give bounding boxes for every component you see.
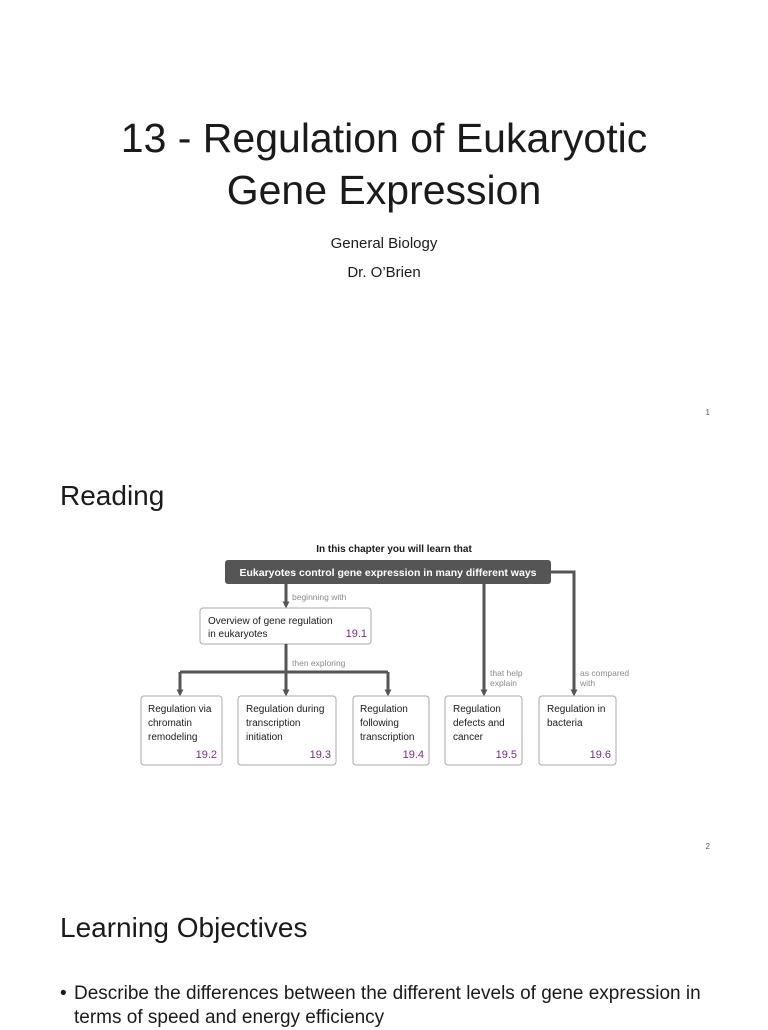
section-box-5: Regulation in bacteria 19.6 <box>538 695 617 766</box>
box-4-line-1: Regulation <box>453 704 501 715</box>
connector-as-compared-line-2: with <box>579 678 595 688</box>
slide-title-heading: 13 - Regulation of Eukaryotic Gene Expre… <box>0 112 768 216</box>
section-box-3: Regulation following transcription 19.4 <box>352 695 430 766</box>
box-4-line-3: cancer <box>453 732 484 743</box>
page-number: 2 <box>705 842 710 851</box>
concept-map-svg: In this chapter you will learn that Euka… <box>140 544 629 766</box>
connector-beginning-with: beginning with <box>292 592 347 602</box>
connector-then-exploring: then exploring <box>292 658 346 668</box>
overview-line-2: in eukaryotes <box>208 629 267 640</box>
slide-subtitle: General Biology Dr. O’Brien <box>0 229 768 287</box>
box-2-line-1: Regulation during <box>246 704 324 715</box>
arrow-to-box-5 <box>551 570 578 697</box>
box-2-line-2: transcription <box>246 718 300 729</box>
section-box-4: Regulation defects and cancer 19.5 <box>444 695 523 766</box>
list-item: Describe the differences between the dif… <box>60 982 720 1030</box>
slide-reading: Reading In this chapter you will learn t… <box>0 434 768 868</box>
connector-that-help-line-2: explain <box>490 678 517 688</box>
box-3-line-3: transcription <box>360 732 414 743</box>
main-idea-banner <box>225 560 551 584</box>
page-number: 1 <box>705 408 710 417</box>
box-3-line-2: following <box>360 718 399 729</box>
overview-section-number: 19.1 <box>346 628 367 640</box>
slide-heading: Reading <box>60 480 165 511</box>
slide-learning-objectives: Learning Objectives Describe the differe… <box>0 868 768 1028</box>
section-box-2: Regulation during transcription initiati… <box>237 695 337 766</box>
instructor-name: Dr. O’Brien <box>347 264 421 281</box>
title-line-1: 13 - Regulation of Eukaryotic <box>120 115 648 161</box>
box-4-section-number: 19.5 <box>496 749 517 761</box>
box-5-line-2: bacteria <box>547 718 583 729</box>
box-4-line-2: defects and <box>453 718 505 729</box>
connector-as-compared-line-1: as compared <box>580 668 629 678</box>
box-2-line-3: initiation <box>246 732 283 743</box>
section-box-1: Regulation via chromatin remodeling 19.2 <box>140 695 223 766</box>
box-1-section-number: 19.2 <box>196 749 217 761</box>
box-2-section-number: 19.3 <box>310 749 331 761</box>
title-line-2: Gene Expression <box>226 167 542 213</box>
box-3-section-number: 19.4 <box>403 749 424 761</box>
main-idea-text: Eukaryotes control gene expression in ma… <box>239 567 536 579</box>
objectives-list: Describe the differences between the dif… <box>60 982 720 1030</box>
overview-line-1: Overview of gene regulation <box>208 616 333 627</box>
box-3-line-1: Regulation <box>360 704 408 715</box>
connector-that-help-line-1: that help <box>490 668 523 678</box>
box-5-section-number: 19.6 <box>590 749 611 761</box>
box-1-line-3: remodeling <box>148 732 197 743</box>
chapter-concept-map: In this chapter you will learn that Euka… <box>138 538 638 770</box>
box-1-line-2: chromatin <box>148 718 192 729</box>
box-5-line-1: Regulation in <box>547 704 605 715</box>
slide-heading: Learning Objectives <box>60 912 308 943</box>
course-name: General Biology <box>330 235 438 252</box>
slide-title: 13 - Regulation of Eukaryotic Gene Expre… <box>0 0 768 434</box>
box-1-line-1: Regulation via <box>148 704 212 715</box>
diagram-intro-text: In this chapter you will learn that <box>316 544 472 555</box>
